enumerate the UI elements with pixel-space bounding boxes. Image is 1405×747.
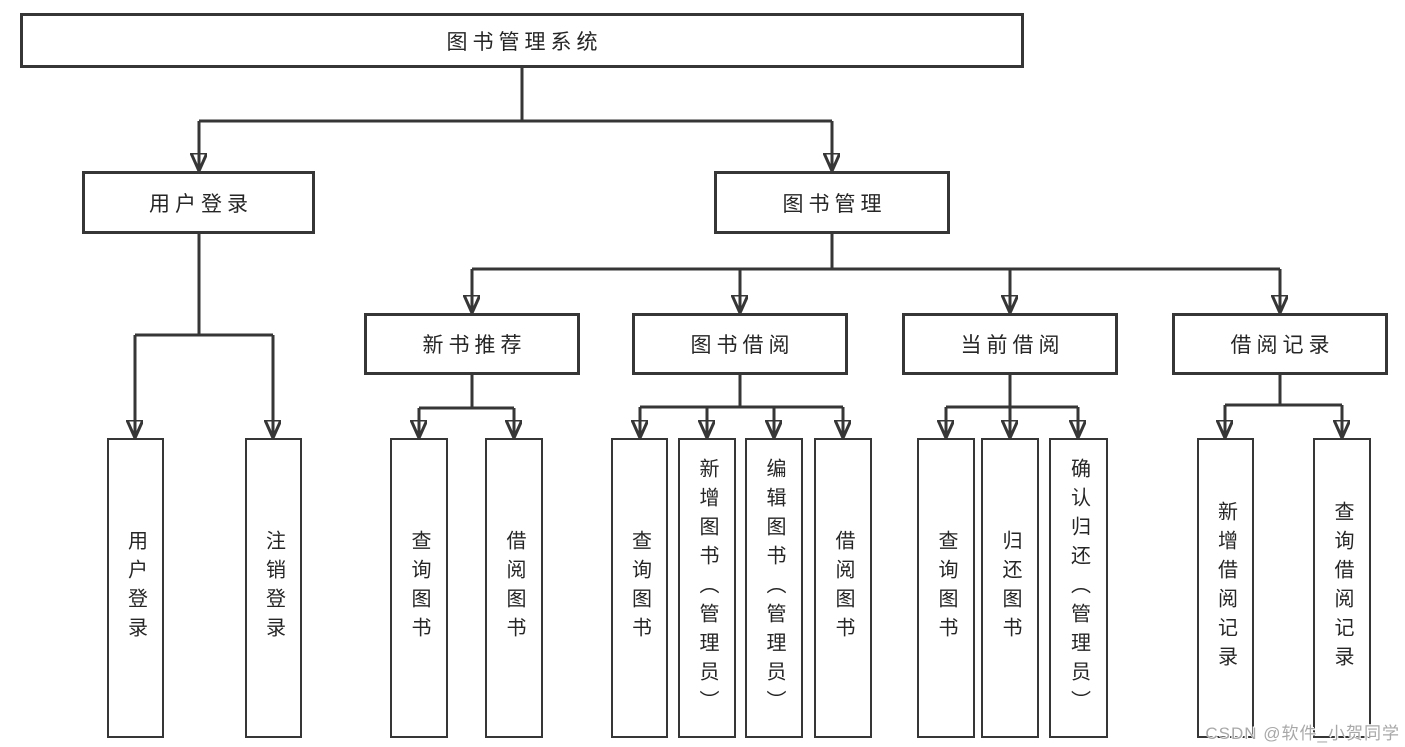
leaf-query-borrow-record: 查询借阅记录 (1313, 438, 1371, 738)
leaf-add-borrow-record: 新增借阅记录 (1197, 438, 1254, 738)
connector-root-to-level2 (199, 68, 832, 171)
leaf-add-borrow-record-label: 新增借阅记录 (1214, 501, 1237, 675)
leaf-query-books-current: 查询图书 (917, 438, 975, 738)
leaf-return-books-label: 归还图书 (999, 530, 1021, 646)
leaf-query-books-borrowing: 查询图书 (611, 438, 668, 738)
node-current-borrowing: 当前借阅 (902, 313, 1118, 375)
connector-book-borrow-children (640, 375, 843, 438)
leaf-logout-label: 注销登录 (262, 530, 285, 646)
leaf-query-books-current-label: 查询图书 (935, 530, 957, 646)
leaf-user-login-label: 用户登录 (124, 530, 147, 646)
leaf-query-books-recommend-label: 查询图书 (408, 530, 430, 646)
connector-new-book-children (419, 375, 514, 438)
leaf-add-books-admin: 新增图书（管理员） (678, 438, 736, 738)
leaf-edit-books-admin-label: 编辑图书（管理员） (763, 457, 785, 719)
node-new-book-recommendation: 新书推荐 (364, 313, 580, 375)
leaf-borrow-books-recommend-label: 借阅图书 (503, 530, 525, 646)
leaf-logout: 注销登录 (245, 438, 302, 738)
leaf-user-login: 用户登录 (107, 438, 164, 738)
leaf-add-books-admin-label: 新增图书（管理员） (696, 457, 718, 719)
leaf-confirm-return-admin: 确认归还（管理员） (1049, 438, 1108, 738)
leaf-borrow-books-borrowing: 借阅图书 (814, 438, 872, 738)
connector-user-login-children (135, 234, 273, 438)
leaf-query-books-recommend: 查询图书 (390, 438, 448, 738)
leaf-edit-books-admin: 编辑图书（管理员） (745, 438, 803, 738)
node-user-login: 用户登录 (82, 171, 315, 234)
csdn-watermark: CSDN @软件_小贺同学 (1205, 724, 1400, 743)
leaf-return-books: 归还图书 (981, 438, 1039, 738)
node-book-management: 图书管理 (714, 171, 950, 234)
node-library-system: 图书管理系统 (20, 13, 1024, 68)
leaf-confirm-return-admin-label: 确认归还（管理员） (1067, 457, 1090, 719)
leaf-borrow-books-recommend: 借阅图书 (485, 438, 543, 738)
node-book-borrowing: 图书借阅 (632, 313, 848, 375)
leaf-borrow-books-borrowing-label: 借阅图书 (832, 530, 854, 646)
node-borrowing-records: 借阅记录 (1172, 313, 1388, 375)
connector-current-borrow-children (946, 375, 1078, 438)
connector-book-management-children (472, 234, 1280, 313)
connector-borrow-record-children (1225, 375, 1342, 438)
leaf-query-books-borrowing-label: 查询图书 (628, 530, 651, 646)
leaf-query-borrow-record-label: 查询借阅记录 (1331, 501, 1353, 675)
